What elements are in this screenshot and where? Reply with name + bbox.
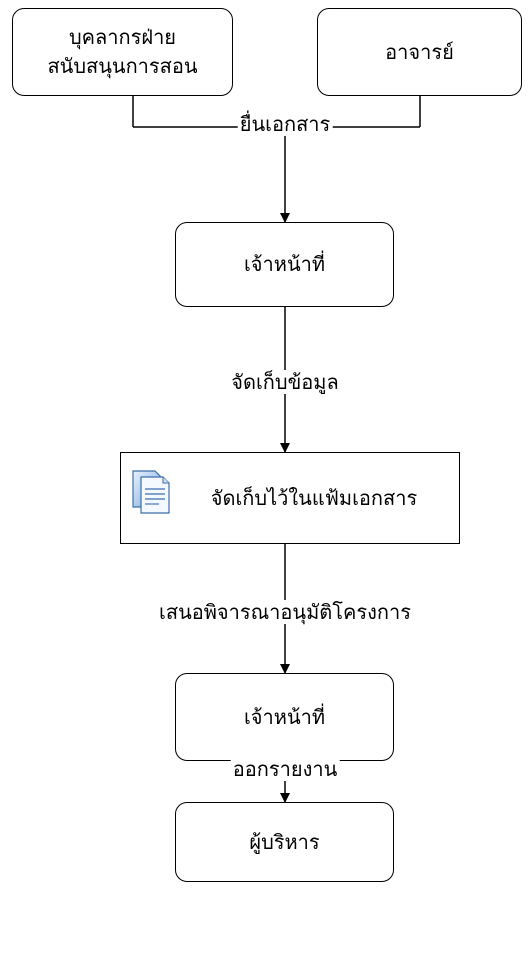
node-file-storage: จัดเก็บไว้ในแฟ้มเอกสาร [120,452,460,544]
edge-label-submit-docs: ยื่นเอกสาร [237,112,333,136]
node-officer-2: เจ้าหน้าที่ [175,673,394,761]
node-file-storage-label: จัดเก็บไว้ในแฟ้มเอกสาร [210,485,418,510]
node-support-staff-label: บุคลากรฝ่าย สนับสนุนการสอน [47,25,198,78]
node-officer-1: เจ้าหน้าที่ [175,222,394,307]
edge-label-report: ออกรายงาน [230,757,340,781]
node-executive: ผู้บริหาร [175,802,394,882]
edge-label-store-data: จัดเก็บข้อมูล [229,370,341,394]
edge-label-propose-approval: เสนอพิจารณาอนุมัติโครงการ [157,600,413,624]
node-officer-2-label: เจ้าหน้าที่ [243,704,326,729]
node-support-staff: บุคลากรฝ่าย สนับสนุนการสอน [12,8,233,96]
node-officer-1-label: เจ้าหน้าที่ [243,252,326,276]
node-executive-label: ผู้บริหาร [249,829,320,854]
documents-icon [132,470,170,514]
node-lecturer: อาจารย์ [317,8,522,96]
node-lecturer-label: อาจารย์ [385,39,454,64]
